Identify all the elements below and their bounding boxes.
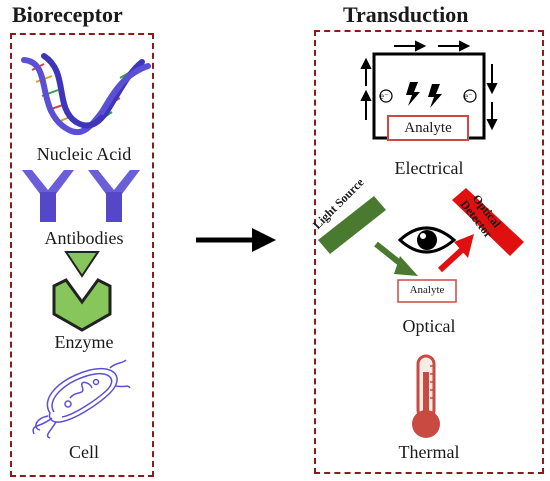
enzyme-icon (52, 251, 112, 332)
antibody-icon (22, 170, 140, 222)
electron-right-label: e⁻ (464, 91, 473, 101)
cell-icon (32, 359, 131, 439)
right-arrow-icon (196, 228, 276, 252)
bioreceptor-panel (10, 33, 154, 477)
antibodies-label: Antibodies (44, 228, 124, 248)
enzyme-label: Enzyme (54, 332, 114, 352)
electron-left-label: e⁻ (380, 91, 389, 101)
dna-icon (21, 53, 151, 135)
electrical-analyte-label: Analyte (404, 120, 452, 136)
optical-setup-icon (318, 188, 524, 303)
nucleic-acid-label: Nucleic Acid (36, 144, 132, 164)
thermal-label: Thermal (398, 442, 460, 462)
electrical-circuit-icon (360, 40, 498, 141)
electrical-label: Electrical (394, 158, 464, 178)
transduction-title: Transduction (343, 2, 469, 27)
transduction-panel (314, 30, 544, 474)
optical-analyte-label: Analyte (409, 284, 445, 296)
optical-label: Optical (402, 316, 456, 336)
bioreceptor-title: Bioreceptor (12, 2, 123, 27)
thermometer-icon (412, 354, 440, 438)
cell-label: Cell (69, 442, 99, 462)
